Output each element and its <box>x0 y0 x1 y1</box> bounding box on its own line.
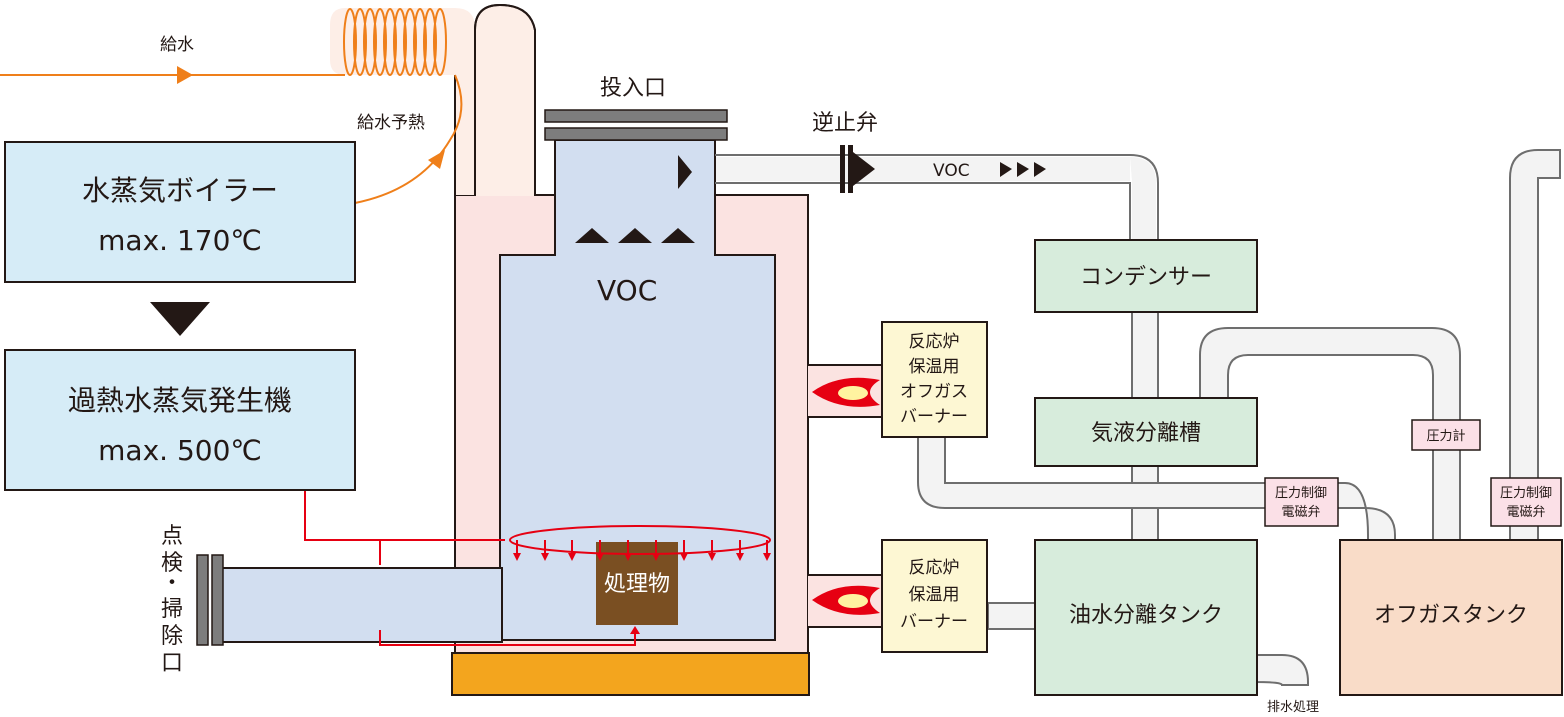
offgas-tank-label: オフガスタンク <box>1374 603 1528 628</box>
check-valve-icon <box>840 145 875 193</box>
offgas-burner-pipe <box>917 436 1396 541</box>
offgas-stack-pipe <box>1509 149 1561 541</box>
voc-chamber <box>499 139 776 641</box>
steam-boiler-temp: max. 170℃ <box>98 224 262 257</box>
steam-nozzles <box>513 540 771 561</box>
pressure-gauge-box <box>1411 419 1481 451</box>
processed-material <box>596 542 678 625</box>
offgas-burner-box <box>881 321 988 438</box>
voc-chamber-label: VOC <box>597 274 657 307</box>
svg-text:電磁弁: 電磁弁 <box>1506 505 1545 520</box>
duct-fill <box>476 30 534 196</box>
triangle-arrow-icon <box>1017 162 1029 177</box>
valve-b-label: 圧力制御 電磁弁 <box>1500 486 1552 520</box>
gas-liquid-separator-box <box>1034 397 1258 467</box>
svg-text:圧力制御: 圧力制御 <box>1275 486 1327 501</box>
pipe-cond-sep <box>1131 311 1159 401</box>
offgas-tank-box <box>1339 539 1563 696</box>
triangle-arrow-icon <box>661 228 695 243</box>
inlet-lid-top <box>544 109 728 123</box>
flange-icon <box>196 554 209 646</box>
triangle-arrow-icon <box>177 66 193 84</box>
valve-a-box <box>1264 477 1339 527</box>
svg-text:・: ・ <box>161 571 183 596</box>
svg-text:掃: 掃 <box>161 597 183 622</box>
processed-material-label: 処理物 <box>604 572 670 597</box>
arrow-icon <box>630 626 640 634</box>
inspection-port-label: 点 検 ・ 掃 除 口 <box>161 524 183 676</box>
triangle-arrow-icon <box>150 302 210 336</box>
condenser-box <box>1034 239 1258 313</box>
svg-text:電磁弁: 電磁弁 <box>1281 505 1320 520</box>
condenser-label: コンデンサー <box>1080 265 1212 290</box>
svg-text:圧力制御: 圧力制御 <box>1500 486 1552 501</box>
check-valve-label: 逆止弁 <box>812 111 878 136</box>
steam-boiler-box <box>4 141 356 283</box>
inlet-lid-bottom <box>544 127 728 141</box>
main-burner-label: 反応炉 保温用 バーナー <box>900 558 968 632</box>
triangle-arrow-icon <box>1034 162 1046 177</box>
oil-water-separator-label: 油水分離タンク <box>1069 603 1223 628</box>
triangle-arrow-icon <box>575 228 609 243</box>
svg-text:バーナー: バーナー <box>900 612 968 632</box>
oil-water-separator-box <box>1034 539 1258 696</box>
svg-text:バーナー: バーナー <box>900 407 968 427</box>
furnace-base <box>451 652 810 696</box>
main-burner-box <box>881 539 988 653</box>
superheated-generator-title: 過熱水蒸気発生機 <box>68 384 292 417</box>
drain-label: 排水処理 <box>1267 700 1319 715</box>
gas-liquid-separator-label: 気液分離槽 <box>1091 421 1201 446</box>
feed-water-line <box>0 74 463 204</box>
svg-text:除: 除 <box>161 624 183 649</box>
triangle-arrow-icon <box>428 150 445 169</box>
svg-text:点: 点 <box>161 524 183 549</box>
triangle-arrow-icon <box>1000 162 1012 177</box>
steam-distribution <box>304 490 771 646</box>
superheated-generator-temp: max. 500℃ <box>98 434 262 467</box>
steam-boiler-title: 水蒸気ボイラー <box>82 174 278 207</box>
svg-text:反応炉: 反応炉 <box>909 332 960 352</box>
svg-text:検: 検 <box>161 551 183 576</box>
svg-text:保温用: 保温用 <box>909 585 960 605</box>
triangle-arrow-icon <box>678 155 692 189</box>
preheat-coil <box>343 8 447 76</box>
inlet-label: 投入口 <box>600 76 666 101</box>
inspection-pipe <box>219 567 503 643</box>
pipe-burner-tank <box>987 602 1037 630</box>
flame-icon <box>812 377 880 407</box>
drain-pipe <box>1254 654 1309 686</box>
pressure-gauge-label: 圧力計 <box>1426 428 1465 444</box>
valve-a-label: 圧力制御 電磁弁 <box>1275 486 1327 520</box>
valve-b-box <box>1490 477 1562 527</box>
svg-text:オフガス: オフガス <box>900 382 968 402</box>
flame-icon <box>812 585 880 615</box>
feed-preheat-label: 給水予熱 <box>357 113 425 133</box>
svg-text:反応炉: 反応炉 <box>909 558 960 578</box>
svg-text:保温用: 保温用 <box>909 357 960 377</box>
voc-pipe-label: VOC <box>933 161 970 181</box>
superheated-generator-box <box>4 349 356 491</box>
flange-icon <box>211 554 224 646</box>
svg-text:口: 口 <box>161 651 183 676</box>
triangle-arrow-icon <box>618 228 652 243</box>
feed-water-label: 給水 <box>160 35 194 55</box>
offgas-burner-label: 反応炉 保温用 オフガス バーナー <box>900 332 968 427</box>
